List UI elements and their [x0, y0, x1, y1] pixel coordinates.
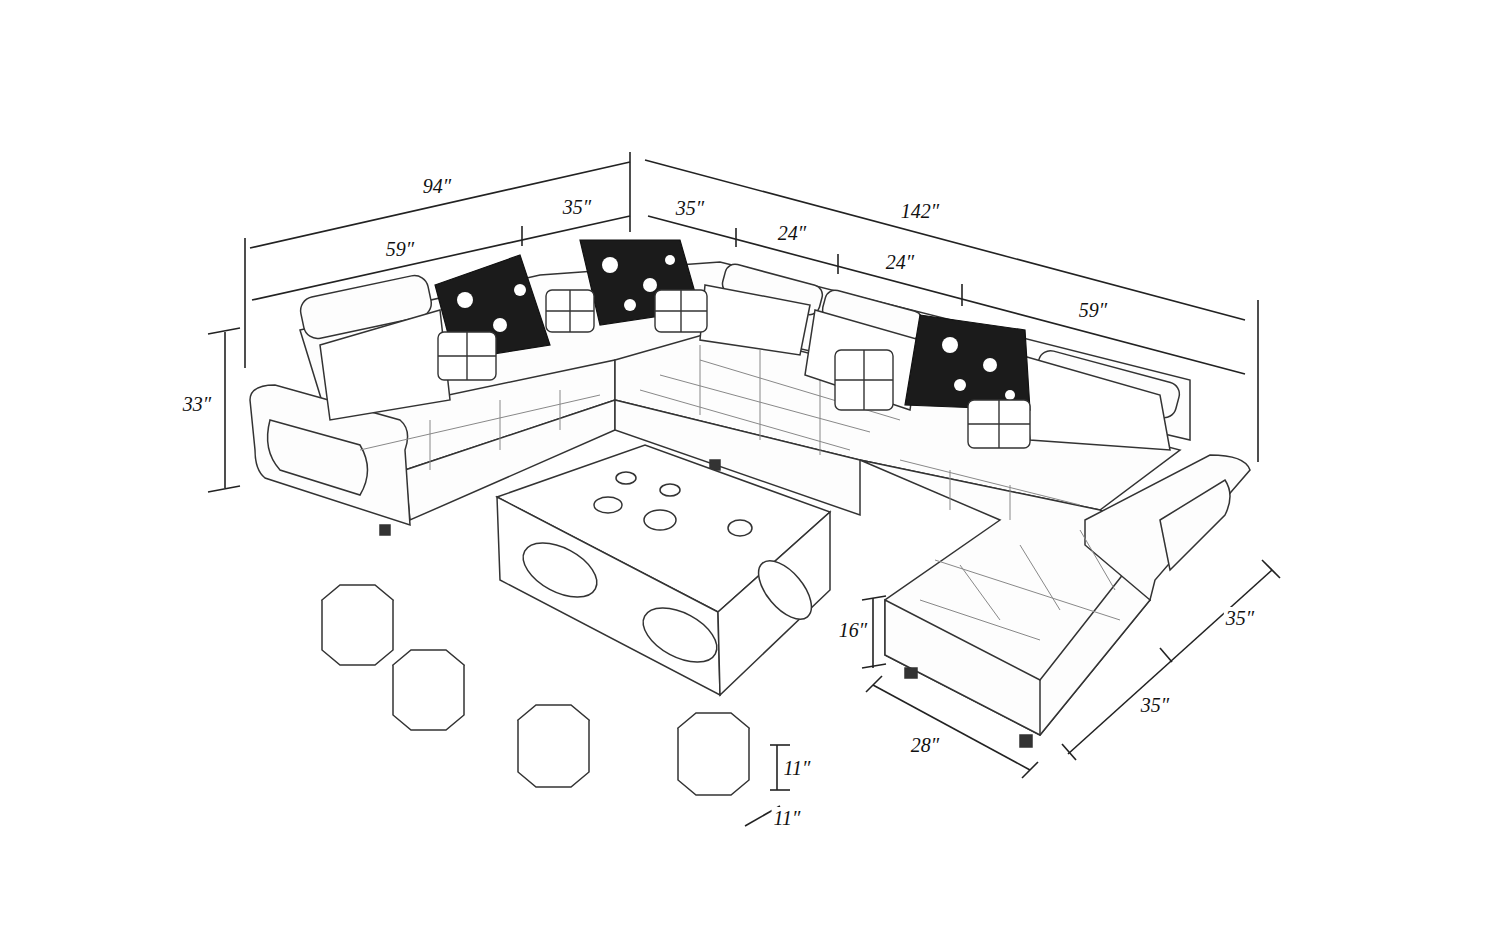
dimension-lines [208, 152, 1280, 826]
coffee-table [497, 445, 830, 695]
dimension-label: 11″ [772, 807, 803, 829]
patterned-pillows [435, 240, 1030, 410]
dimension-label: 24″ [776, 222, 808, 244]
ottomans [322, 585, 749, 795]
dimension-label: 16″ [837, 619, 869, 641]
dimension-label: 35″ [561, 196, 593, 218]
dimension-label: 33″ [181, 393, 213, 415]
dimension-label: 59″ [384, 238, 416, 260]
dimension-label: 94″ [421, 175, 453, 197]
dimension-label: 59″ [1077, 299, 1109, 321]
dimension-label: 11″ [782, 757, 813, 779]
small-pillows [438, 290, 1030, 448]
sofa [250, 262, 1250, 747]
dimension-label: 35″ [1224, 607, 1256, 629]
dimension-label: 28″ [909, 734, 941, 756]
dimension-label: 24″ [884, 251, 916, 273]
dimension-label: 35″ [1139, 694, 1171, 716]
dimension-label: 35″ [674, 197, 706, 219]
dimension-label: 142″ [899, 200, 941, 222]
